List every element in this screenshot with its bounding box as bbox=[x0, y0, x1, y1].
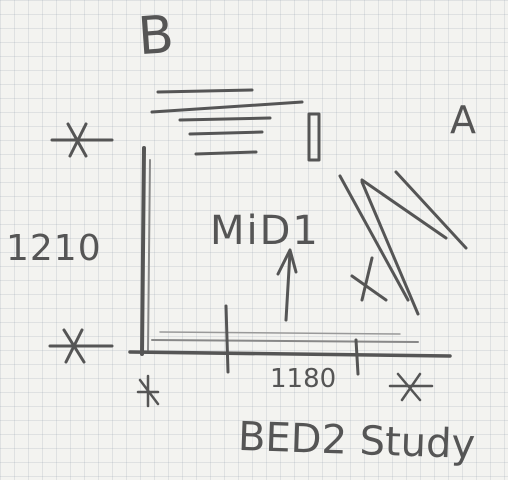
corner-mark-bottom-right bbox=[388, 372, 434, 402]
room-label: MiD1 bbox=[210, 208, 320, 254]
left-wall-inner bbox=[147, 159, 151, 351]
corner-label-b: B bbox=[135, 4, 176, 68]
corner-mark-bottom-left bbox=[48, 328, 114, 364]
left-wall bbox=[140, 146, 146, 356]
caption-label: BED2 Study bbox=[237, 413, 476, 469]
bottom-wall-inner-2 bbox=[159, 331, 401, 335]
corner-label-a: A bbox=[450, 98, 476, 142]
width-dimension-label: 1180 bbox=[270, 364, 337, 394]
up-arrow bbox=[276, 248, 298, 322]
room-walls bbox=[128, 146, 452, 358]
bottom-wall-inner bbox=[151, 339, 419, 343]
x-mark bbox=[350, 256, 388, 302]
diagonal-wall bbox=[338, 170, 468, 316]
dimension-ticks bbox=[224, 304, 360, 376]
small-rectangle bbox=[307, 112, 321, 162]
corner-mark-top-left bbox=[50, 122, 114, 158]
top-strokes bbox=[150, 88, 304, 156]
corner-mark-bottom-center bbox=[136, 374, 160, 408]
bottom-wall bbox=[128, 350, 452, 358]
height-dimension-label: 1210 bbox=[6, 228, 102, 269]
